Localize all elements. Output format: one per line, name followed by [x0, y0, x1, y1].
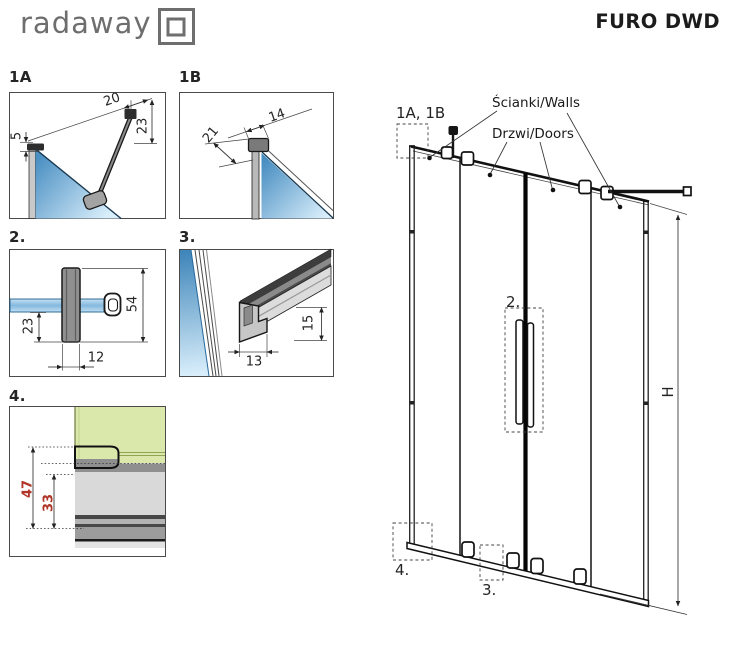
detail-3-label: 3. — [179, 228, 196, 246]
walls-annotation: Ścianki/Walls — [492, 95, 580, 111]
detail-2-label: 2. — [9, 228, 26, 246]
product-title: FURO DWD — [595, 10, 720, 33]
detail-2-drawing — [9, 249, 166, 377]
elevation-callout-3: 3. — [482, 581, 497, 599]
logo-square-icon — [157, 8, 195, 45]
radaway-logo: radaway — [20, 6, 195, 45]
elevation-callout-4: 4. — [395, 561, 410, 579]
height-dimension-label: H — [659, 386, 677, 398]
dim-1a-5: 5 — [9, 131, 25, 141]
elevation-callout-2: 2. — [506, 293, 521, 311]
logo-text: radaway — [20, 6, 152, 40]
dim-3-15: 15 — [301, 314, 317, 332]
dim-2-12: 12 — [87, 350, 105, 366]
dim-4-33: 33 — [41, 493, 57, 513]
dim-4-47: 47 — [20, 479, 36, 499]
dim-1a-23: 23 — [135, 117, 151, 135]
detail-4-drawing — [9, 406, 166, 557]
detail-4-label: 4. — [9, 387, 26, 405]
detail-3-drawing — [179, 248, 334, 377]
detail-1b-label: 1B — [179, 68, 202, 86]
dim-3-13: 13 — [245, 354, 263, 370]
detail-1a-label: 1A — [9, 68, 32, 86]
dim-2-54: 54 — [125, 295, 141, 313]
dim-2-23: 23 — [21, 317, 37, 335]
detail-1b-drawing — [179, 92, 334, 220]
detail-1a-drawing — [9, 92, 166, 220]
doors-annotation: Drzwi/Doors — [492, 126, 574, 142]
elevation-callout-1a1b: 1A, 1B — [396, 104, 446, 122]
elevation-drawing — [392, 110, 692, 615]
logo-square-inner — [166, 17, 186, 36]
